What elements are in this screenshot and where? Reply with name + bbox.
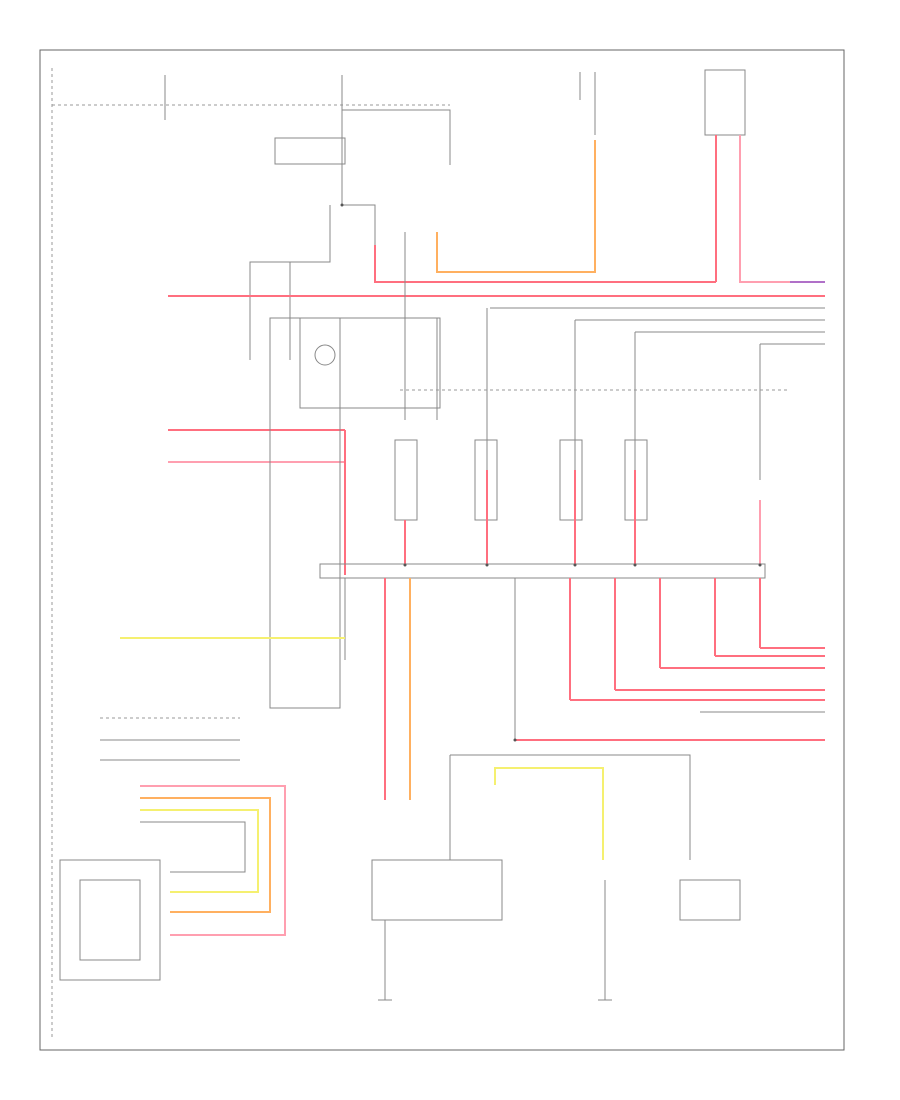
ign-branch bbox=[342, 109, 451, 165]
bottom-center-module bbox=[371, 859, 503, 921]
verticals bbox=[404, 232, 761, 480]
module-lower-outline bbox=[269, 317, 341, 709]
bottom-center-feed-2 bbox=[450, 754, 691, 860]
switch-box-3 bbox=[559, 439, 583, 521]
lower-right-outputs bbox=[515, 647, 825, 741]
motor-symbol bbox=[314, 344, 336, 366]
bottom-left-switch-module bbox=[59, 859, 161, 981]
harness-yellow bbox=[140, 809, 259, 893]
red-drop-3 bbox=[374, 245, 716, 283]
lower-drops bbox=[344, 578, 761, 800]
yellow-bottom bbox=[494, 767, 604, 860]
red-verticals bbox=[404, 470, 761, 565]
switch-box-1 bbox=[394, 439, 418, 521]
bottom-left-switch-inner bbox=[79, 879, 141, 961]
orange-feed bbox=[436, 140, 596, 273]
harness-orange bbox=[140, 797, 271, 913]
relay-feed bbox=[341, 185, 376, 245]
right-bundle bbox=[490, 307, 825, 345]
bottom-right-switch bbox=[679, 879, 741, 921]
relay-top-right bbox=[704, 69, 746, 136]
bus-bar bbox=[319, 563, 766, 579]
harness-black bbox=[140, 821, 246, 873]
harness-pink bbox=[140, 785, 286, 936]
relay-top bbox=[274, 137, 346, 165]
left-connector-wires bbox=[100, 717, 240, 761]
diagram-frame bbox=[39, 49, 845, 1051]
connector-dots bbox=[340, 203, 762, 742]
module-left bbox=[299, 317, 441, 409]
pink-drop-2 bbox=[739, 135, 800, 283]
